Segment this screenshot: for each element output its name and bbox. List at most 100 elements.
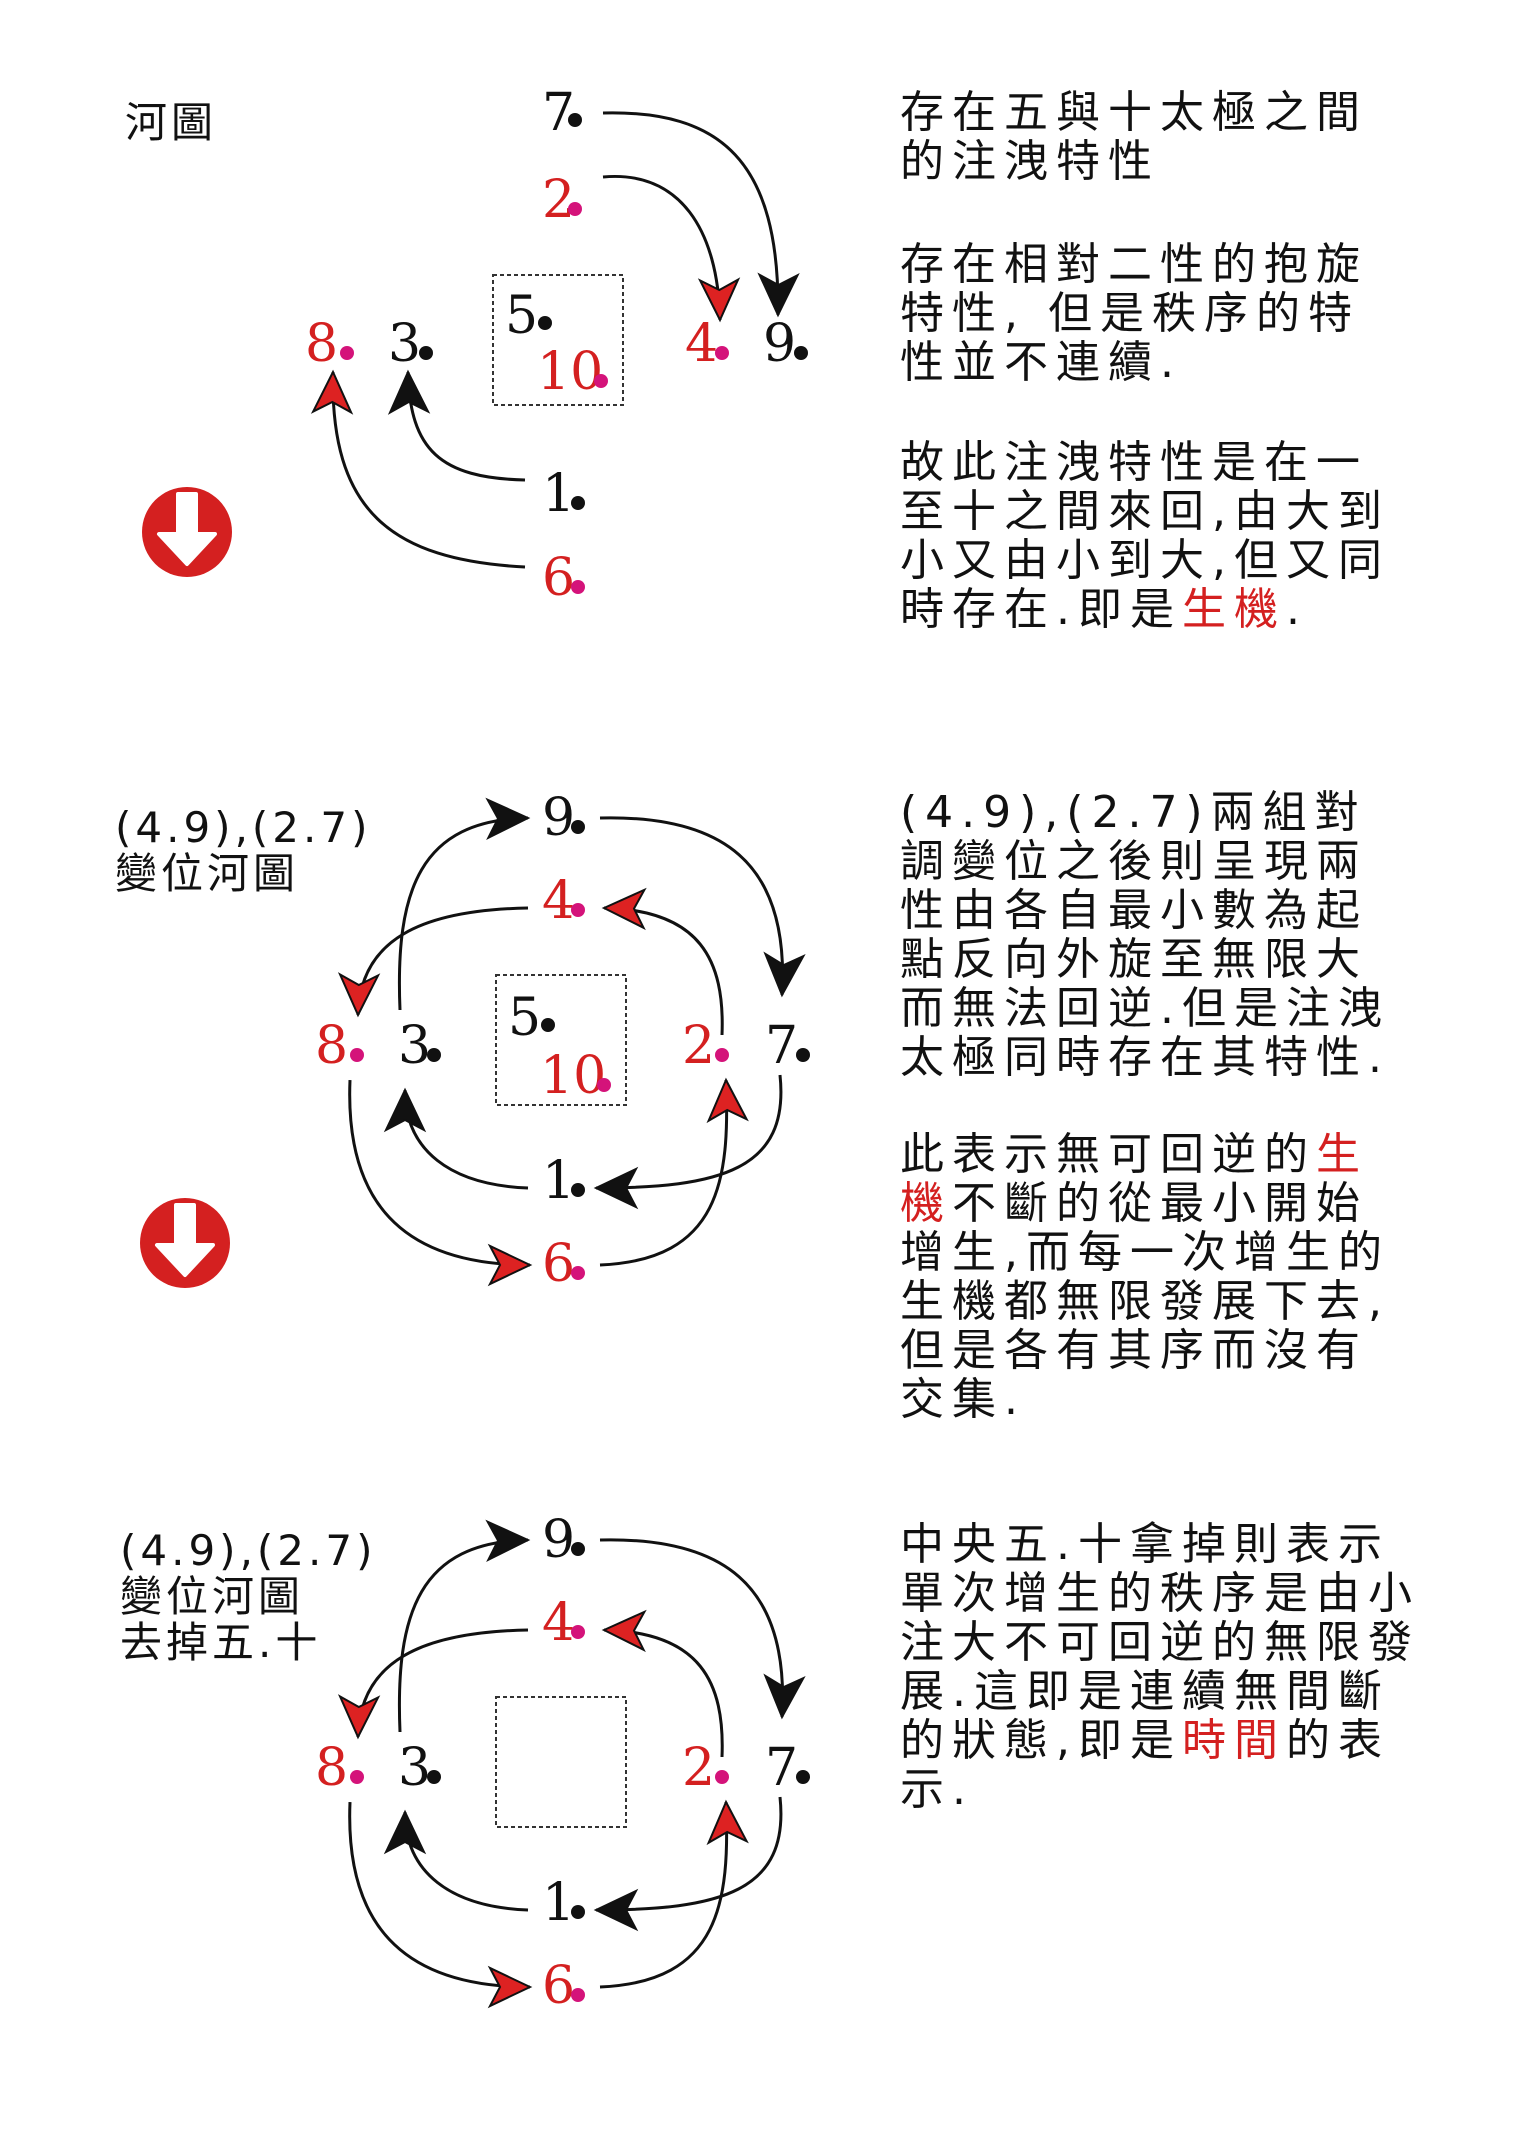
body-text: . — [1286, 584, 1308, 635]
num-3-label: 3 — [388, 314, 421, 374]
arrow-1-to-3-stroke — [406, 371, 526, 482]
text-line: 時存在.即是生機. — [900, 585, 1390, 634]
arrow-7-to-9-head — [757, 272, 800, 318]
num-8-label: 8 — [305, 314, 338, 374]
panel-3-title: (4.9),(2.7)變位河圖去掉五.十 — [120, 1528, 376, 1666]
title-line: 河圖 — [125, 98, 218, 147]
body-text: 單次增生的秩序是由小 — [900, 1568, 1420, 1619]
num-10-dot — [594, 374, 608, 388]
highlight-text: 生 — [1316, 1129, 1368, 1180]
arrow-6-to-2-head — [706, 1077, 749, 1124]
num-6-label: 6 — [542, 1956, 575, 2016]
arrow-9-to-7-head — [763, 951, 806, 998]
center-box — [492, 274, 624, 406]
arrow-7-to-1-stroke — [595, 1796, 783, 1912]
num-9-label: 9 — [763, 314, 796, 374]
num-6-dot — [571, 1266, 585, 1280]
text-line: 注大不可回逆的無限發 — [900, 1618, 1420, 1667]
num-5-dot — [538, 316, 552, 330]
num-3-dot — [427, 1770, 441, 1784]
num-4-dot — [571, 903, 585, 917]
panel-2-paragraph-2: 此表示無可回逆的生機不斷的從最小開始增生,而每一次增生的生機都無限發展下去,但是… — [900, 1130, 1390, 1424]
num-7-dot — [796, 1770, 810, 1784]
arrow-3-to-9-stroke — [397, 1538, 529, 1733]
text-line: 增生,而每一次增生的 — [900, 1228, 1390, 1277]
num-8-label: 8 — [315, 1016, 348, 1076]
title-line: 變位河圖 — [115, 849, 300, 898]
panel-1-paragraph-1: 存在五與十太極之間的注洩特性 — [900, 88, 1368, 186]
arrow-3-to-9-head — [485, 797, 531, 840]
num-1-label: 1 — [542, 1151, 575, 1211]
arrow-4-to-8-head — [337, 972, 381, 1018]
num-7-dot — [568, 113, 582, 127]
arrow-1-to-3-stroke — [403, 1089, 529, 1190]
num-2-label: 2 — [682, 1016, 715, 1076]
text-line: 存在相對二性的抱旋 — [900, 240, 1368, 289]
arrow-7-to-1-stroke — [595, 1074, 783, 1190]
body-text: 的狀態,即是 — [900, 1715, 1182, 1766]
num-4-label: 4 — [685, 314, 718, 374]
arrow-2-to-4-head — [697, 277, 741, 323]
text-line: 機不斷的從最小開始 — [900, 1179, 1390, 1228]
num-9-dot — [571, 820, 585, 834]
arrow-2-to-4-head — [601, 1609, 647, 1653]
arrow-9-to-7-stroke — [599, 1538, 785, 1718]
body-text: 至十之間來回,由大到 — [900, 486, 1390, 537]
num-10-label: 10 — [540, 1046, 606, 1106]
body-text: 的注洩特性 — [900, 136, 1160, 187]
arrow-4-to-8-stroke — [356, 906, 529, 1016]
arrow-7-to-1-head — [593, 1888, 639, 1932]
body-text: 中央五.十拿掉則表示 — [900, 1519, 1390, 1570]
num-2-dot — [715, 1770, 729, 1784]
num-9-label: 9 — [542, 1510, 575, 1570]
title-line: 變位河圖 — [120, 1572, 305, 1621]
arrow-2-to-4-stroke — [602, 174, 722, 321]
arrow-8-to-6-stroke — [348, 1801, 531, 1989]
arrow-2-to-4-stroke — [603, 906, 724, 1036]
arrow-9-to-7-stroke — [599, 816, 785, 996]
num-4-dot — [571, 1625, 585, 1639]
panel-1-down-arrow-icon — [142, 487, 232, 577]
body-text: 調變位之後則呈現兩 — [900, 836, 1368, 887]
num-4-label: 4 — [542, 1593, 575, 1653]
panel-1-paragraph-2: 存在相對二性的抱旋特性, 但是秩序的特性並不連續. — [900, 240, 1368, 387]
body-text: 的表 — [1286, 1715, 1390, 1766]
num-9-dot — [794, 346, 808, 360]
text-line: 生機都無限發展下去, — [900, 1277, 1390, 1326]
text-line: 性由各自最小數為起 — [900, 886, 1390, 935]
center-box — [495, 1696, 627, 1828]
num-4-label: 4 — [542, 871, 575, 931]
panel-2-down-arrow-icon — [140, 1198, 230, 1288]
arrow-2-to-4-stroke — [603, 1628, 724, 1758]
num-9-dot — [571, 1542, 585, 1556]
arrow-6-to-2-stroke — [599, 1079, 729, 1267]
num-5-label: 5 — [508, 988, 541, 1048]
title-line: 去掉五.十 — [120, 1618, 322, 1667]
num-8-dot — [350, 1770, 364, 1784]
num-7-dot — [796, 1048, 810, 1062]
body-text: 點反向外旋至無限大 — [900, 934, 1368, 985]
body-text: 生機都無限發展下去, — [900, 1276, 1390, 1327]
panel-1-paragraph-3: 故此注洩特性是在一至十之間來回,由大到小又由小到大,但又同時存在.即是生機. — [900, 438, 1390, 634]
text-line: 特性, 但是秩序的特 — [900, 289, 1368, 338]
body-text: 示. — [900, 1764, 974, 1815]
num-6-dot — [571, 1988, 585, 2002]
highlight-text: 機 — [900, 1178, 952, 1229]
arrow-6-to-8-stroke — [331, 371, 526, 569]
text-line: 存在五與十太極之間 — [900, 88, 1368, 137]
text-line: 中央五.十拿掉則表示 — [900, 1520, 1420, 1569]
num-5-label: 5 — [505, 286, 538, 346]
num-8-label: 8 — [315, 1738, 348, 1798]
num-3-label: 3 — [398, 1016, 431, 1076]
arrow-8-to-6-stroke — [348, 1079, 531, 1267]
text-line: 示. — [900, 1765, 1420, 1814]
arrow-2-to-4-head — [601, 887, 647, 931]
num-7-label: 7 — [765, 1738, 798, 1798]
text-line: 此表示無可回逆的生 — [900, 1130, 1390, 1179]
text-line: 展.這即是連續無間斷 — [900, 1667, 1420, 1716]
text-line: 而無法回逆.但是注洩 — [900, 984, 1390, 1033]
num-7-label: 7 — [542, 83, 575, 143]
arrow-6-to-2-head — [706, 1799, 749, 1846]
body-text: 注大不可回逆的無限發 — [900, 1617, 1420, 1668]
text-line: 小又由小到大,但又同 — [900, 536, 1390, 585]
